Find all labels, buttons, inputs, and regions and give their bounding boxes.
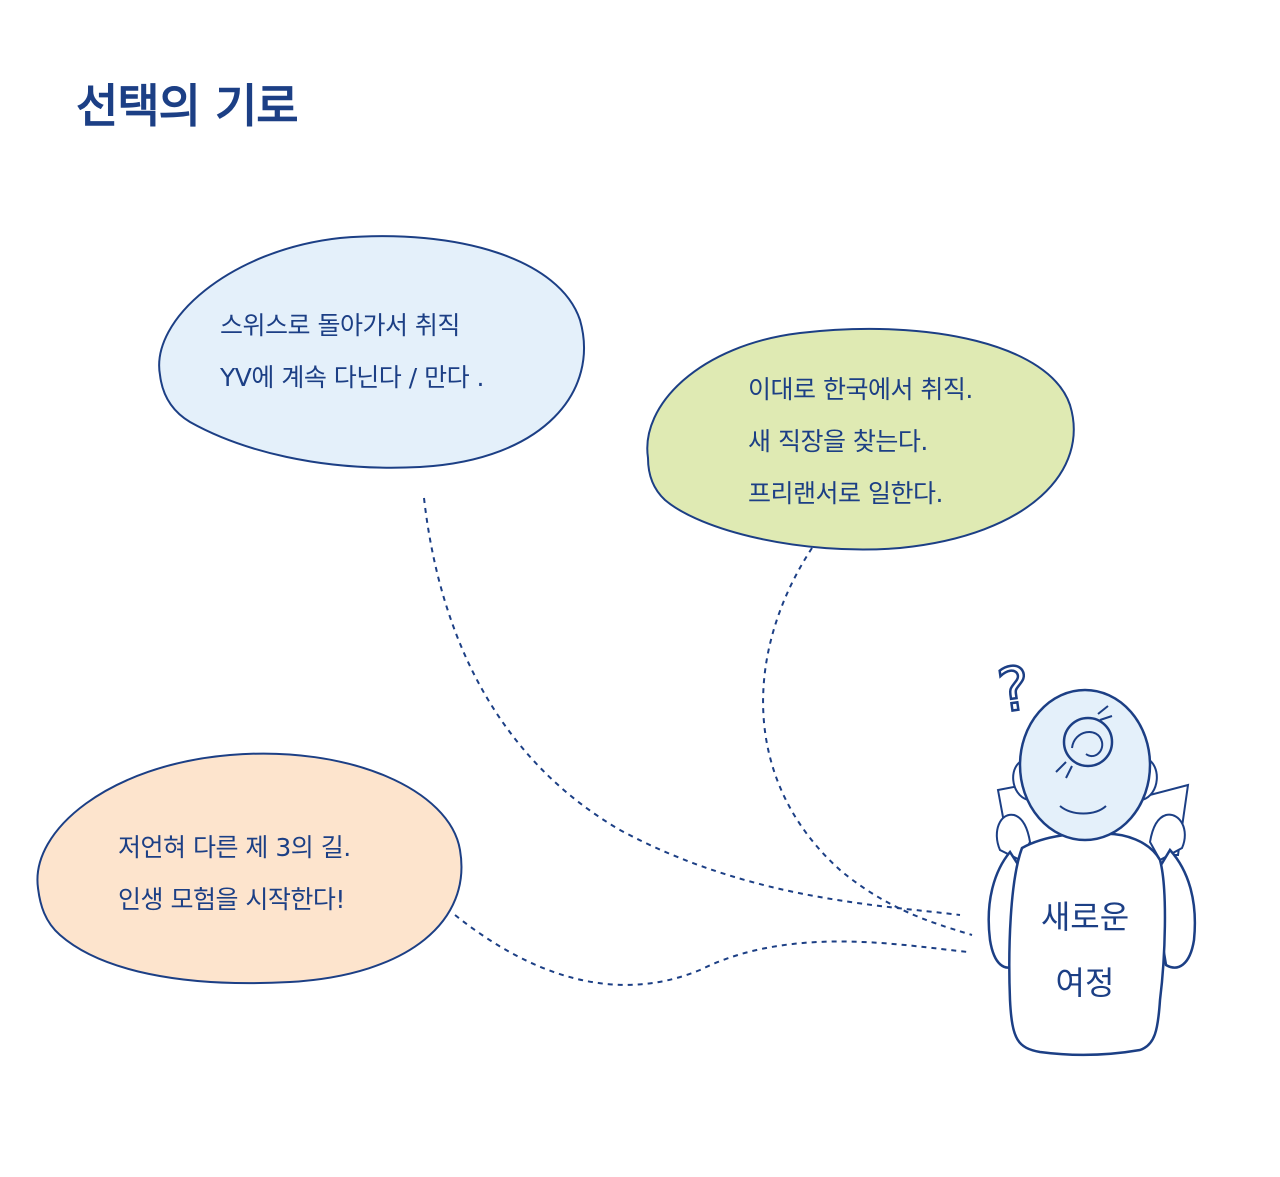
bubble-korea-text: 이대로 한국에서 취직. 새 직장을 찾는다. 프리랜서로 일한다. xyxy=(748,364,973,520)
shirt-label-line-1: 새로운 xyxy=(1040,898,1130,936)
bubble-switzerland-text: 스위스로 돌아가서 취직 YV에 계속 다닌다 / 만다 . xyxy=(220,300,484,404)
decision-paths xyxy=(423,497,973,986)
path-to-switzerland xyxy=(423,497,961,916)
hair-strands xyxy=(1055,705,1113,815)
shirt-label-line-2: 여정 xyxy=(1055,964,1115,1002)
shirt-label: 새로운 여정 xyxy=(1010,884,1160,1016)
path-to-third xyxy=(454,914,969,986)
bubble-korea-line-3: 프리랜서로 일한다. xyxy=(748,479,943,508)
bubble-third-text: 저언혀 다른 제 3의 길. 인생 모험을 시작한다! xyxy=(118,822,351,926)
right-hand xyxy=(1148,813,1186,862)
person-figure xyxy=(987,688,1197,1057)
path-to-korea xyxy=(762,547,973,936)
bubble-korea-shape xyxy=(646,327,1075,551)
bubble-switzerland-line-2: YV에 계속 다닌다 / 만다 . xyxy=(220,363,484,392)
hair-bun xyxy=(1062,716,1114,768)
bun-swirl xyxy=(1071,731,1104,758)
bubble-switzerland-line-1: 스위스로 돌아가서 취직 xyxy=(220,311,460,340)
page-title: 선택의 기로 xyxy=(76,79,299,133)
bubble-third-shape xyxy=(36,752,463,985)
bubble-third-line-2: 인생 모험을 시작한다! xyxy=(118,885,345,914)
bubble-switzerland-shape xyxy=(158,235,585,469)
bubble-third-line-1: 저언혀 다른 제 3의 길. xyxy=(118,833,351,862)
bubble-korea-line-1: 이대로 한국에서 취직. xyxy=(748,375,973,404)
bubble-korea-line-2: 새 직장을 찾는다. xyxy=(748,427,928,456)
question-mark-icon: ? xyxy=(993,653,1034,727)
